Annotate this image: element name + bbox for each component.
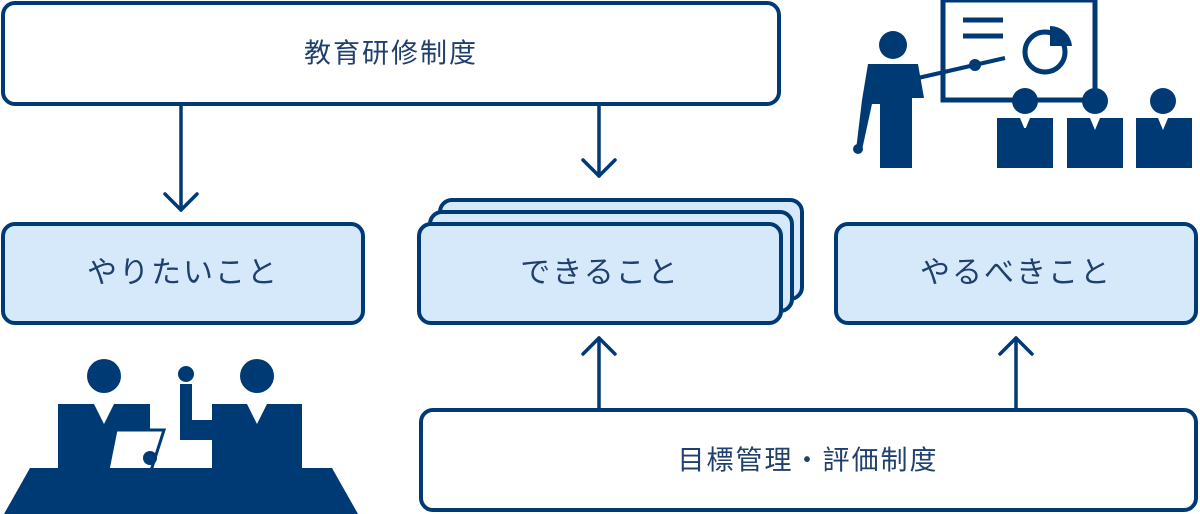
arrow-up-right — [998, 336, 1034, 410]
arrow-down-center — [581, 104, 617, 178]
can-do-label: できること — [520, 256, 679, 291]
presenter-with-audience-icon — [853, 0, 1192, 168]
training-system-label: 教育研修制度 — [304, 39, 478, 70]
training-system-box: 教育研修制度 — [1, 1, 781, 106]
goal-evaluation-system-label: 目標管理・評価制度 — [678, 446, 939, 477]
should-do-box: やるべきこと — [834, 222, 1198, 325]
arrow-down-left — [163, 104, 199, 212]
can-do-box: できること — [417, 198, 804, 325]
meeting-people-icon — [4, 359, 358, 514]
goal-evaluation-system-box: 目標管理・評価制度 — [419, 408, 1198, 512]
arrow-up-center — [581, 336, 617, 410]
should-do-label: やるべきこと — [920, 256, 1112, 291]
want-to-do-box: やりたいこと — [1, 222, 365, 325]
want-to-do-label: やりたいこと — [87, 256, 279, 291]
